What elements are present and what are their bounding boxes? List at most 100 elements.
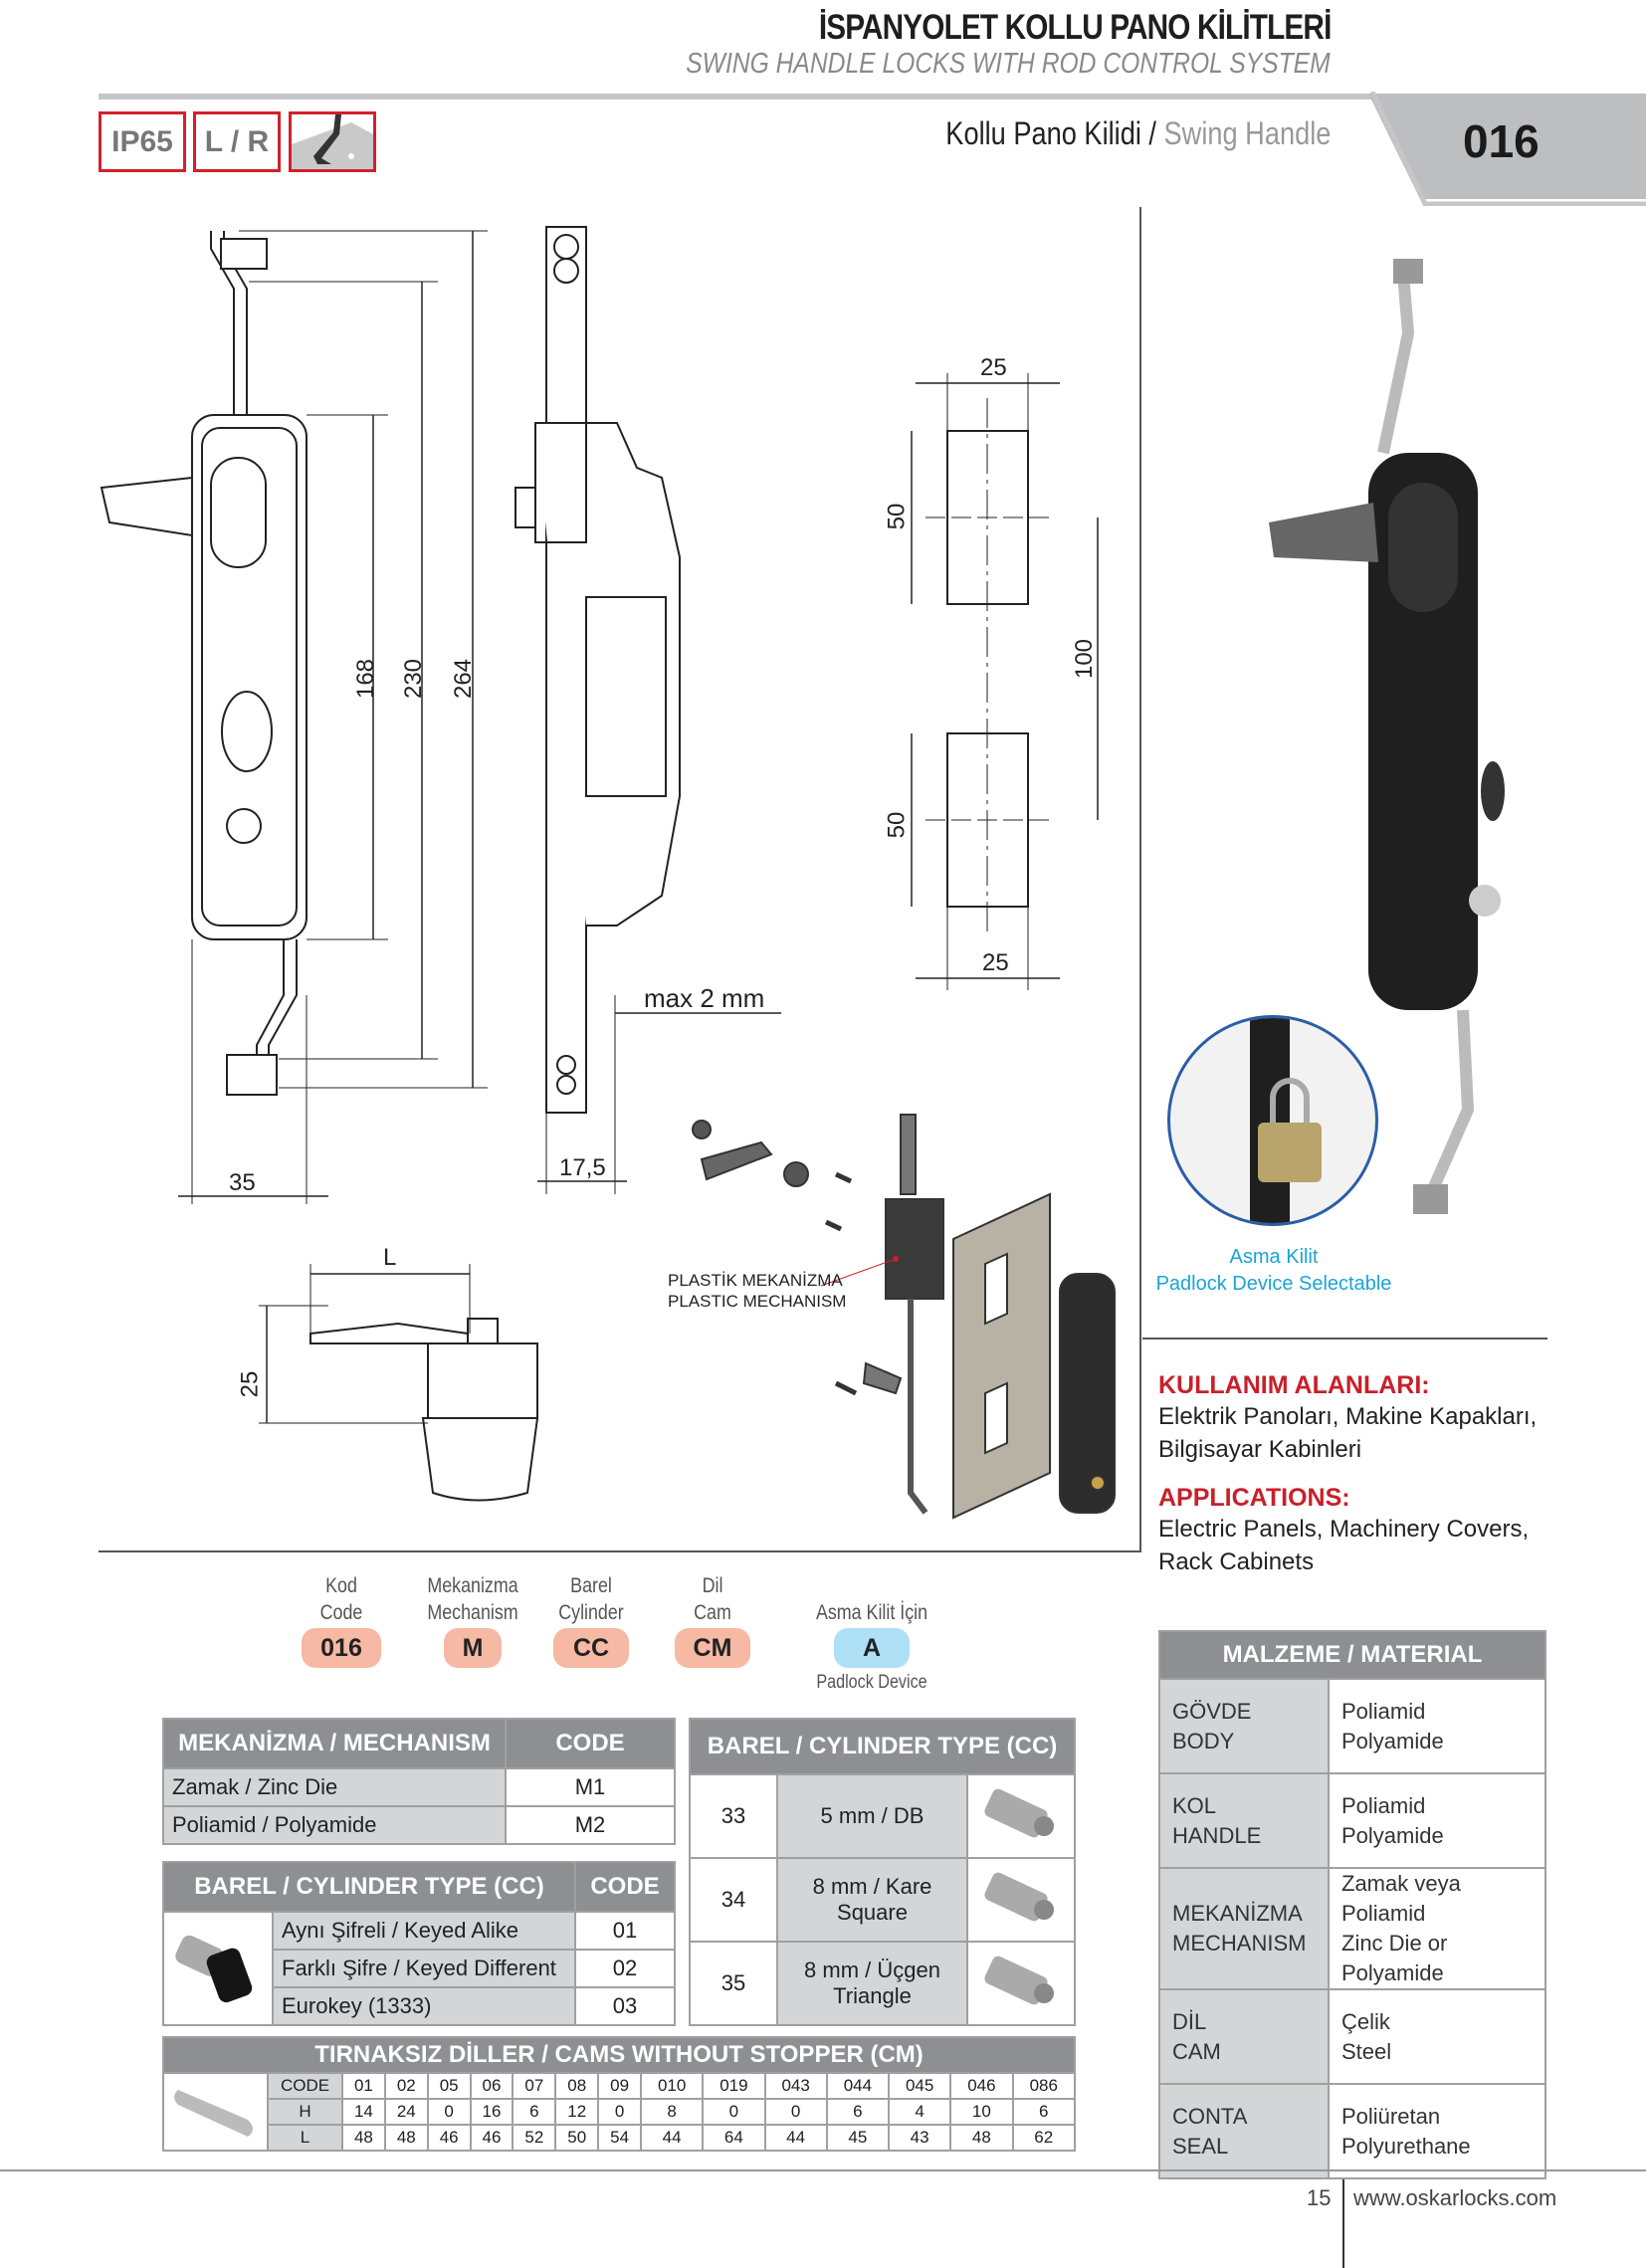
cam-cell: 46 bbox=[469, 2124, 514, 2152]
dim-cutout-gap: 100 bbox=[1071, 638, 1099, 680]
order-code-pill: 016 bbox=[302, 1628, 381, 1668]
order-code-pill: M bbox=[444, 1628, 502, 1668]
dim-max-2mm: max 2 mm bbox=[644, 983, 765, 1013]
part-tr: CONTA bbox=[1172, 2103, 1248, 2129]
cam-cell: 14 bbox=[341, 2098, 386, 2126]
cylinder-name: Eurokey (1333) bbox=[272, 1986, 576, 2026]
header-rule bbox=[99, 94, 1382, 100]
applications-title-en: APPLICATIONS: bbox=[1158, 1484, 1350, 1512]
cam-cell: 64 bbox=[702, 2124, 766, 2152]
cylinder-type-table: BAREL / CYLINDER TYPE (CC)CODE Aynı Şifr… bbox=[162, 1861, 676, 2026]
cam-cell: 45 bbox=[825, 2124, 891, 2152]
material-part: GÖVDE BODY bbox=[1158, 1678, 1330, 1774]
cam-cell: 6 bbox=[825, 2098, 891, 2126]
label-en: Cylinder bbox=[558, 1601, 624, 1624]
dim-264: 264 bbox=[450, 658, 478, 700]
material-en: Polyamide bbox=[1341, 1728, 1444, 1753]
applications-text-en-2: Rack Cabinets bbox=[1158, 1548, 1315, 1575]
part-tr: GÖVDE bbox=[1172, 1698, 1252, 1724]
cylinder-tip-image bbox=[966, 1773, 1076, 1859]
cam-cell: 0 bbox=[763, 2098, 828, 2126]
cam-cell: 46 bbox=[426, 2124, 472, 2152]
padlock-caption-en: Padlock Device Selectable bbox=[1155, 1273, 1392, 1295]
right-divider bbox=[1142, 1338, 1547, 1340]
cam-cell: 4 bbox=[888, 2098, 952, 2126]
mechanism-code: M1 bbox=[505, 1767, 676, 1807]
page-subtitle: SWING HANDLE LOCKS WITH ROD CONTROL SYST… bbox=[686, 48, 1331, 80]
cam-cell: 54 bbox=[597, 2124, 643, 2152]
cam-cell: 6 bbox=[1011, 2098, 1077, 2126]
cam-cell: 48 bbox=[949, 2124, 1014, 2152]
order-code-pill: CC bbox=[553, 1628, 629, 1668]
cam-row-label: CODE bbox=[267, 2072, 343, 2100]
page-title: İSPANYOLET KOLLU PANO KİLİTLERİ bbox=[818, 8, 1332, 47]
cam-cell: 010 bbox=[640, 2072, 705, 2100]
cam-cell: 24 bbox=[383, 2098, 429, 2126]
tip-code: 33 bbox=[689, 1773, 778, 1859]
material-en: Steel bbox=[1341, 2038, 1392, 2064]
tip-desc-1: 8 mm / Üçgen bbox=[804, 1958, 940, 1982]
cams-table: TIRNAKSIZ DİLLER / CAMS WITHOUT STOPPER … bbox=[162, 2036, 1077, 2152]
applications-text-tr-1: Elektrik Panoları, Makine Kapakları, bbox=[1158, 1403, 1538, 1430]
mechanism-code: M2 bbox=[505, 1805, 676, 1845]
subtitle-en: Swing Handle bbox=[1163, 115, 1331, 151]
cam-cell: 52 bbox=[512, 2124, 557, 2152]
cam-cell: 6 bbox=[512, 2098, 557, 2126]
label-en: Asma Kilit İçin bbox=[815, 1601, 928, 1624]
tip-desc-2: Triangle bbox=[833, 1983, 912, 2008]
front-view bbox=[100, 230, 488, 1204]
applications-text-en-1: Electric Panels, Machinery Covers, bbox=[1158, 1516, 1530, 1543]
padlock-circle bbox=[1167, 1015, 1378, 1226]
cam-cell: 0 bbox=[426, 2098, 472, 2126]
dim-cutout-width-top: 25 bbox=[980, 354, 1007, 381]
label-en: Cam bbox=[694, 1601, 731, 1624]
cylinder-tip-header: BAREL / CYLINDER TYPE (CC) bbox=[689, 1718, 1076, 1775]
cam-cell: 0 bbox=[702, 2098, 766, 2126]
mounting-icon bbox=[289, 111, 376, 172]
panel-cutout-view bbox=[911, 373, 1099, 990]
cam-cell: 06 bbox=[469, 2072, 514, 2100]
website-link[interactable]: www.oskarlocks.com bbox=[1353, 2185, 1557, 2210]
product-code: 016 bbox=[1463, 115, 1540, 167]
cam-cell: 046 bbox=[949, 2072, 1014, 2100]
exploded-view bbox=[692, 1114, 1116, 1520]
part-en: BODY bbox=[1172, 1728, 1235, 1753]
footer-rule bbox=[0, 2169, 1646, 2171]
cylinder-tip-image bbox=[966, 1857, 1076, 1943]
label-tr bbox=[796, 1572, 948, 1599]
part-tr: MEKANİZMA bbox=[1172, 1901, 1303, 1926]
dim-230: 230 bbox=[400, 658, 428, 700]
cam-cell: 8 bbox=[640, 2098, 705, 2126]
material-en: Polyamide bbox=[1341, 1822, 1444, 1848]
part-en: HANDLE bbox=[1172, 1822, 1262, 1848]
dim-168: 168 bbox=[352, 658, 380, 700]
cam-cell: 48 bbox=[383, 2124, 429, 2152]
material-tr: Zamak veya Poliamid bbox=[1341, 1871, 1461, 1926]
material-tr: Çelik bbox=[1341, 2008, 1390, 2034]
part-tr: DİL bbox=[1172, 2008, 1207, 2034]
cam-cell: 62 bbox=[1011, 2124, 1077, 2152]
applications: KULLANIM ALANLARI: Elektrik Panoları, Ma… bbox=[1158, 1371, 1537, 1578]
cylinder-name: Aynı Şifreli / Keyed Alike bbox=[272, 1911, 576, 1951]
cylinder-code: 03 bbox=[574, 1986, 676, 2026]
subtitle-tr: Kollu Pano Kilidi / bbox=[944, 115, 1164, 151]
tip-desc-1: 8 mm / Kare bbox=[812, 1874, 932, 1899]
column-divider bbox=[1139, 207, 1141, 1550]
material-en: Zinc Die or Polyamide bbox=[1341, 1931, 1448, 1985]
